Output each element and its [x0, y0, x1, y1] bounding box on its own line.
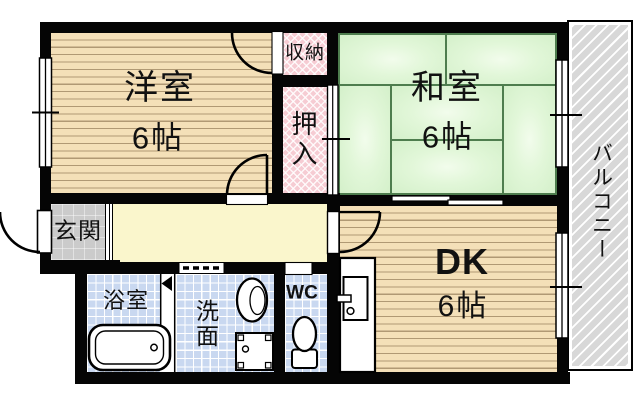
- washbasin-bowl: [249, 285, 266, 316]
- kitchen-drain-icon: [346, 306, 355, 316]
- label-storage: 収納: [284, 42, 326, 64]
- label-western-size: 6帖: [131, 120, 185, 156]
- wall-segment: [40, 22, 567, 33]
- sliding-door-japanese-dk: [391, 195, 451, 202]
- room-entrance-floor: [51, 204, 105, 262]
- wall-segment: [274, 266, 285, 372]
- pan-drain-icon: [241, 345, 250, 353]
- room-western-floor: [51, 33, 272, 193]
- pan-corner-icon: [237, 361, 245, 369]
- washbasin: [235, 277, 269, 323]
- toilet-bowl: [291, 315, 318, 353]
- label-entrance: 玄関: [54, 217, 102, 244]
- entrance-step-line: [109, 204, 111, 262]
- washroom-sliding-door: [178, 262, 225, 274]
- bath-door-triangle-icon: [161, 276, 172, 291]
- pan-corner-icon: [237, 334, 245, 342]
- western-doorway: [225, 193, 269, 206]
- label-dk-size: 6帖: [437, 290, 489, 323]
- room-closet-floor: [283, 87, 327, 195]
- bathtub-drain-icon: [150, 343, 158, 352]
- pan-corner-icon: [264, 334, 272, 342]
- label-japanese-room: 和室: [411, 69, 483, 107]
- door-arc-entrance: [0, 211, 41, 254]
- storage-doorway: [271, 30, 284, 75]
- tatami-mat: [502, 84, 557, 195]
- label-balcony: バルコニー: [589, 142, 613, 262]
- wall-segment: [272, 22, 283, 204]
- entrance-door-leaf: [36, 209, 53, 254]
- wall-segment: [40, 193, 340, 204]
- wall-segment: [272, 75, 338, 87]
- hallway-floor: [113, 204, 327, 262]
- label-dk: DK: [435, 241, 489, 282]
- door-arc-western: [225, 153, 268, 196]
- door-arc-storage: [230, 32, 273, 75]
- label-washroom: 洗面: [192, 299, 219, 349]
- bathtub-inner: [94, 330, 165, 365]
- label-japanese-size: 6帖: [421, 119, 475, 155]
- entrance-step: [105, 204, 113, 262]
- pan-corner-icon: [264, 361, 272, 369]
- label-closet: 押入: [288, 110, 318, 170]
- tatami-mat: [390, 139, 504, 195]
- wall-segment: [75, 262, 87, 384]
- label-bath: 浴室: [102, 288, 150, 313]
- room-japanese-floor: [338, 33, 557, 195]
- dk-door-leaf: [326, 210, 340, 255]
- room-storage-floor: [283, 33, 327, 75]
- kitchen-faucet-icon: [336, 294, 352, 303]
- toilet-tank: [291, 348, 318, 369]
- room-dk-floor: [340, 206, 557, 372]
- wc-doorway: [284, 261, 313, 276]
- label-wc: WC: [286, 282, 318, 304]
- door-arc-dk: [339, 211, 382, 254]
- balcony-hatch: [572, 25, 628, 366]
- balcony-area: [567, 20, 633, 371]
- wall-segment: [75, 372, 570, 384]
- label-western-room: 洋室: [124, 69, 196, 107]
- bathtub: [87, 323, 172, 372]
- sliding-door-japanese-dk: [447, 199, 504, 206]
